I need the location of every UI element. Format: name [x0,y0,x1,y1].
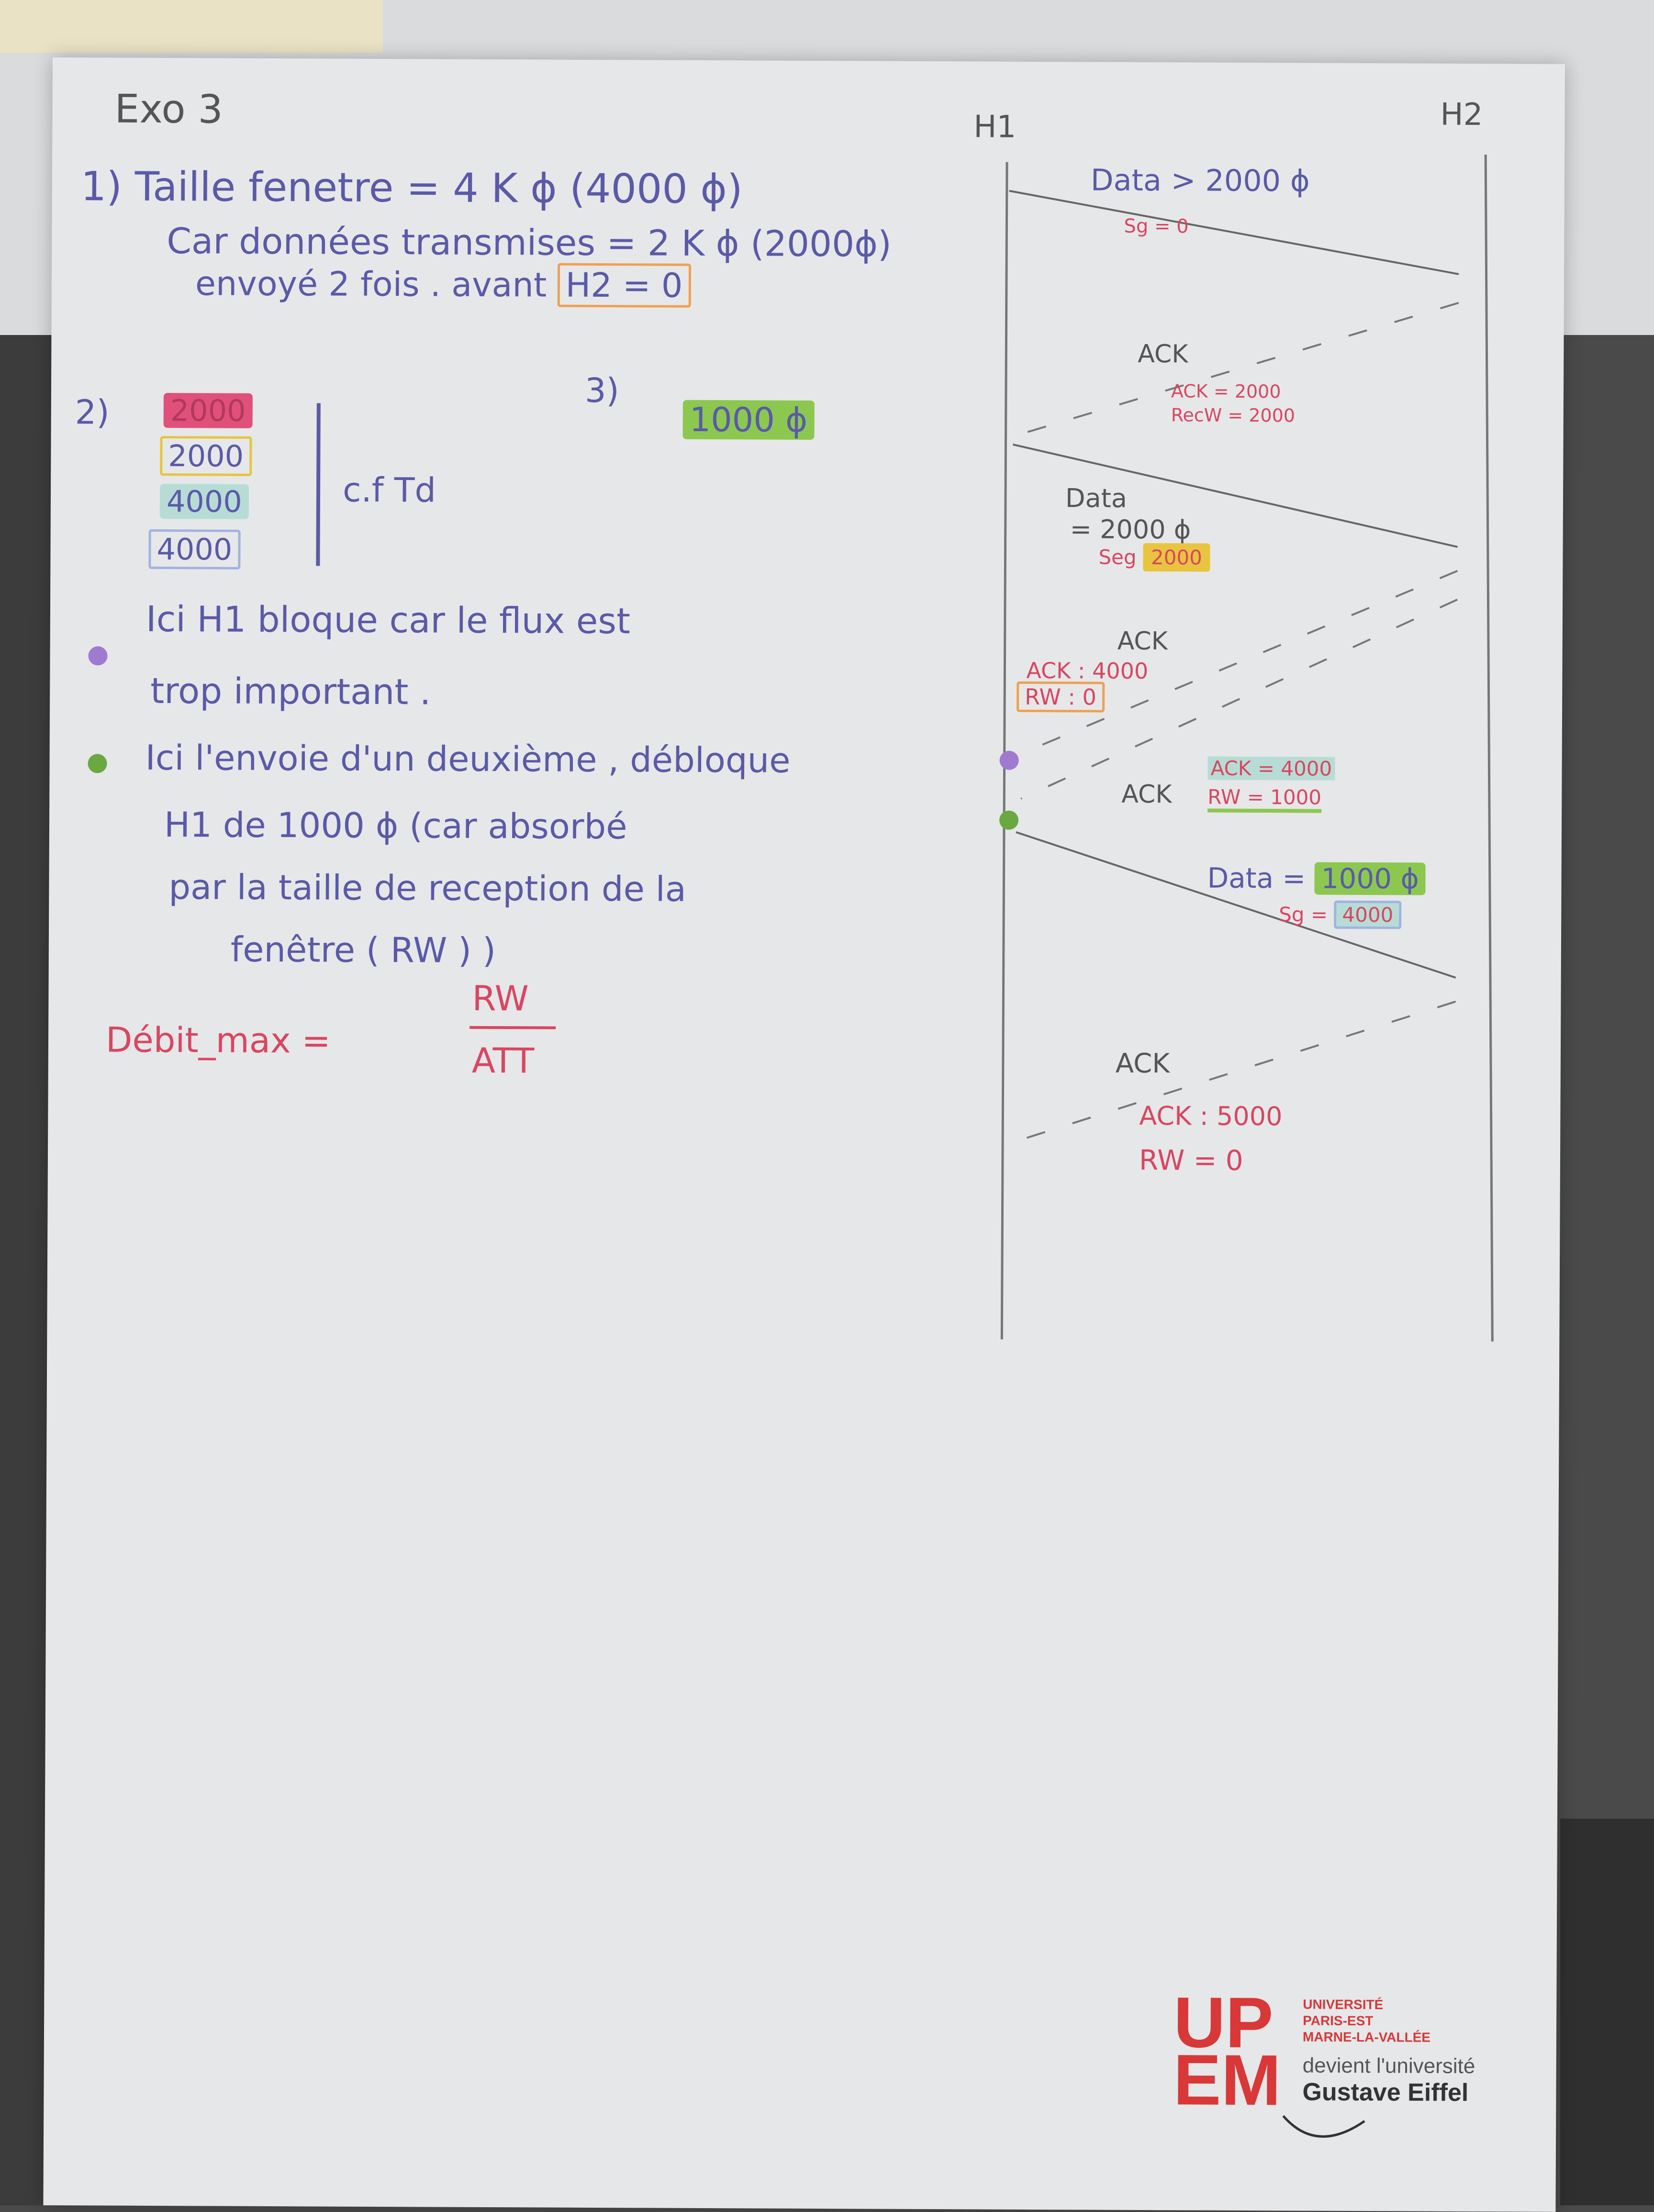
msg3-seg-value: 2000 [1142,543,1211,572]
msg6-seg-value: 4000 [1334,900,1402,929]
msg5-ack-text: ACK = 4000 [1207,756,1335,781]
msg6-seg-prefix: Sg = [1279,903,1328,927]
logo-univ-line-3: MARNE-LA-VALLÉE [1302,2029,1431,2045]
msg4-rw-value: RW : 0 [1017,681,1105,713]
msg2-ack-text: ACK = 2000 [1171,380,1281,402]
logo-tagline: devient l'université [1302,2054,1475,2078]
logo-mark-bottom: EM [1173,2039,1281,2121]
logo-name: Gustave Eiffel [1302,2078,1469,2107]
h1-timeline [1000,162,1008,1340]
msg1-title: Data > 2000 ɸ [1090,162,1310,199]
msg1-seg: Sg = 0 [1124,215,1189,238]
arrow-data-2 [1013,443,1458,548]
msg4-rw: RW : 0 [1017,681,1105,713]
arrow-ack-2 [1016,570,1458,757]
msg3-seg: Seg 2000 [1098,543,1211,572]
logo-swoosh-icon [1282,2115,1365,2138]
university-logo: UP EM UNIVERSITÉ PARIS-EST MARNE-LA-VALL… [53,57,1565,2138]
h2-timeline [1484,155,1494,1342]
sequence-diagram-lines [1000,155,1494,1342]
msg7-rw: RW = 0 [1139,1143,1243,1177]
msg5-rw: RW = 1000 [1207,785,1322,813]
msg5-title: ACK [1121,780,1172,809]
diagram-dot-purple [999,750,1019,770]
msg6-seg: Sg = 4000 [1279,900,1402,929]
h1-label: H1 [973,109,1017,145]
h2-label: H2 [1440,97,1483,133]
logo-univ-line-2: PARIS-EST [1303,2013,1374,2029]
background-sticky-note [0,0,383,53]
background-desk-right [1560,1819,1654,2205]
arrow-ack-4 [1009,1000,1456,1144]
paper-sheet: Exo 3 1) Taille fenetre = 4 K ɸ (4000 ɸ)… [43,57,1565,2212]
msg4-title: ACK [1117,626,1168,656]
msg6-title: Data = 1000 ɸ [1207,862,1426,895]
arrow-data-1 [1009,190,1459,275]
msg6-title-prefix: Data = [1207,861,1306,895]
msg6-title-value: 1000 ɸ [1314,862,1426,895]
msg3-seg-prefix: Seg [1098,545,1137,569]
msg2-title: ACK [1138,339,1188,369]
msg4-ack: ACK : 4000 [1026,657,1149,684]
arrow-ack-3 [1020,598,1458,800]
logo-univ-line-1: UNIVERSITÉ [1303,1997,1384,2012]
diagram-dot-green [999,810,1019,830]
arrow-ack-1 [1017,302,1459,436]
msg7-title: ACK [1115,1048,1170,1080]
msg2-rw: RecW = 2000 [1171,404,1296,426]
msg3-size: = 2000 ɸ [1070,514,1191,545]
msg2-ack: ACK = 2000 [1171,380,1281,402]
msg7-ack: ACK : 5000 [1139,1100,1283,1132]
msg3-title: Data [1065,483,1128,514]
msg5-rw-text: RW = 1000 [1207,785,1322,813]
msg5-ack: ACK = 4000 [1207,756,1335,781]
arrow-data-3 [1016,831,1456,979]
